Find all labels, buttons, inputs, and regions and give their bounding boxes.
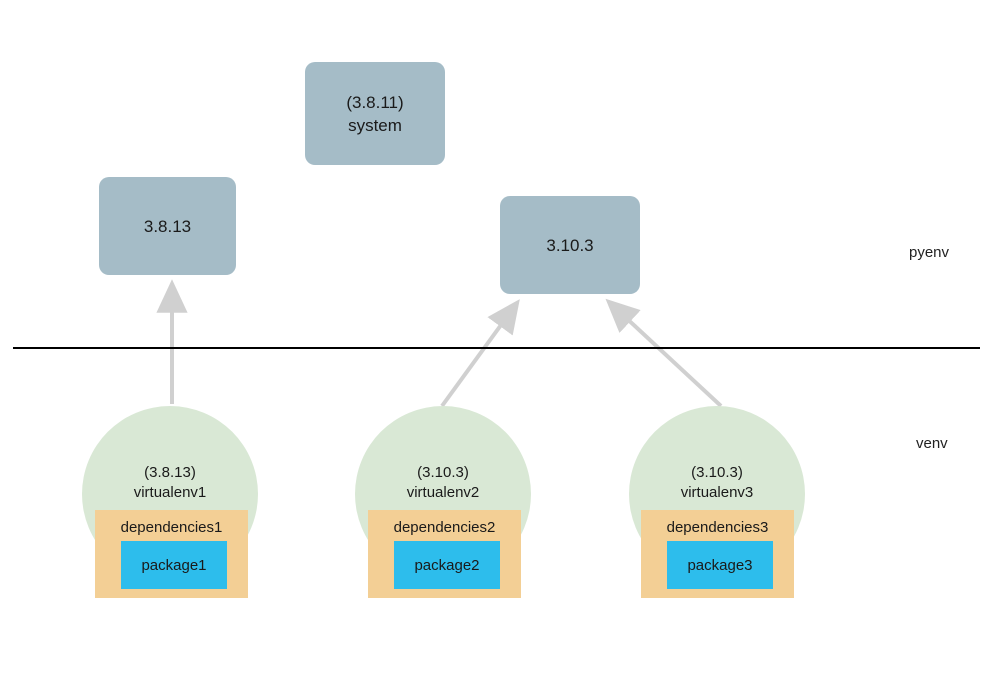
pyenv-node-3-8-13-version: 3.8.13 — [143, 216, 192, 236]
venv-virtualenv1-name: virtualenv1 — [133, 484, 207, 501]
venv-virtualenv3-version: (3.10.3) — [691, 464, 743, 481]
edge-virtualenv2-to-3103 — [440, 299, 520, 408]
package-box-1-label: package1 — [141, 556, 207, 574]
package-box-2-label: package2 — [414, 556, 480, 574]
package-box-2[interactable]: package2 — [394, 541, 500, 589]
section-label-pyenv: pyenv — [909, 244, 950, 261]
edge-virtualenv3-to-3103 — [605, 298, 723, 408]
pyenv-node-system-name: system — [348, 115, 402, 135]
package-box-1[interactable]: package1 — [121, 541, 227, 589]
pyenv-node-3-10-3[interactable]: 3.10.3 — [500, 196, 640, 294]
pyenv-node-3-8-13[interactable]: 3.8.13 — [99, 177, 236, 275]
dependencies-box-1-label: dependencies1 — [120, 519, 223, 536]
pyenv-node-system[interactable]: (3.8.11) system — [305, 62, 445, 165]
venv-virtualenv2-version: (3.10.3) — [417, 464, 469, 481]
venv-virtualenv3-name: virtualenv3 — [680, 484, 754, 501]
venv-label-virtualenv1: (3.8.13) virtualenv1 — [82, 463, 258, 503]
pyenv-node-system-version: (3.8.11) — [346, 92, 404, 112]
pyenv-venv-divider — [13, 347, 980, 349]
package-box-3[interactable]: package3 — [667, 541, 773, 589]
dependencies-box-3-label: dependencies3 — [666, 519, 769, 536]
dependencies-box-2-label: dependencies2 — [393, 519, 496, 536]
venv-virtualenv1-version: (3.8.13) — [144, 464, 196, 481]
venv-label-virtualenv3: (3.10.3) virtualenv3 — [629, 463, 805, 503]
dependencies-box-2[interactable]: dependencies2 package2 — [368, 510, 521, 598]
venv-label-virtualenv2: (3.10.3) virtualenv2 — [355, 463, 531, 503]
package-box-3-label: package3 — [687, 556, 753, 574]
venv-virtualenv2-name: virtualenv2 — [406, 484, 480, 501]
dependencies-box-1[interactable]: dependencies1 package1 — [95, 510, 248, 598]
section-label-venv: venv — [916, 435, 948, 452]
dependencies-box-3[interactable]: dependencies3 package3 — [641, 510, 794, 598]
pyenv-node-3-10-3-version: 3.10.3 — [546, 235, 594, 255]
